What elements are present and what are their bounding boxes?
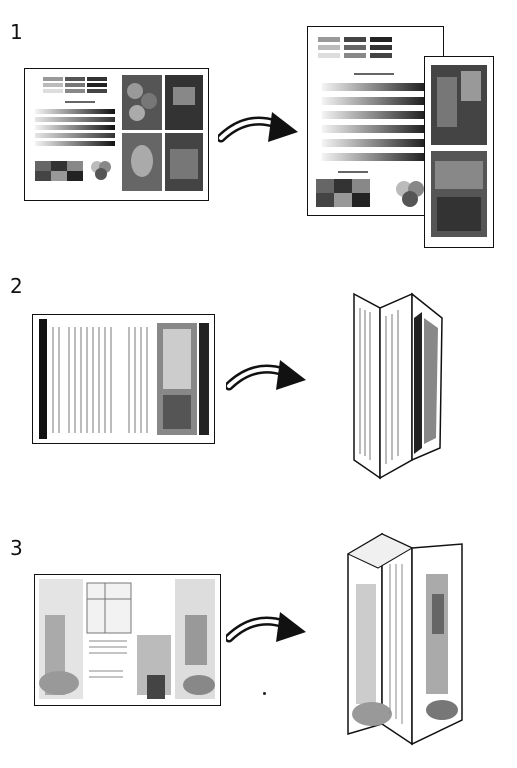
step-number-2: 2 — [10, 274, 23, 298]
stray-dot — [263, 692, 266, 695]
step-number-1: 1 — [10, 20, 23, 44]
step-number-3: 3 — [10, 536, 23, 560]
flat-sheet-1 — [24, 68, 209, 201]
flat-sheet-1-content — [35, 75, 203, 191]
flat-sheet-3 — [34, 574, 221, 706]
curved-arrow-2 — [226, 356, 308, 402]
folded-sheet-1-back — [307, 26, 444, 216]
tri-fold-sheet-2 — [352, 288, 444, 484]
flat-sheet-2 — [32, 314, 215, 444]
curved-arrow-3 — [226, 608, 308, 654]
folded-sheet-1-flap — [424, 56, 494, 248]
curved-arrow-1 — [218, 108, 300, 154]
tri-fold-sheet-3 — [342, 524, 470, 750]
